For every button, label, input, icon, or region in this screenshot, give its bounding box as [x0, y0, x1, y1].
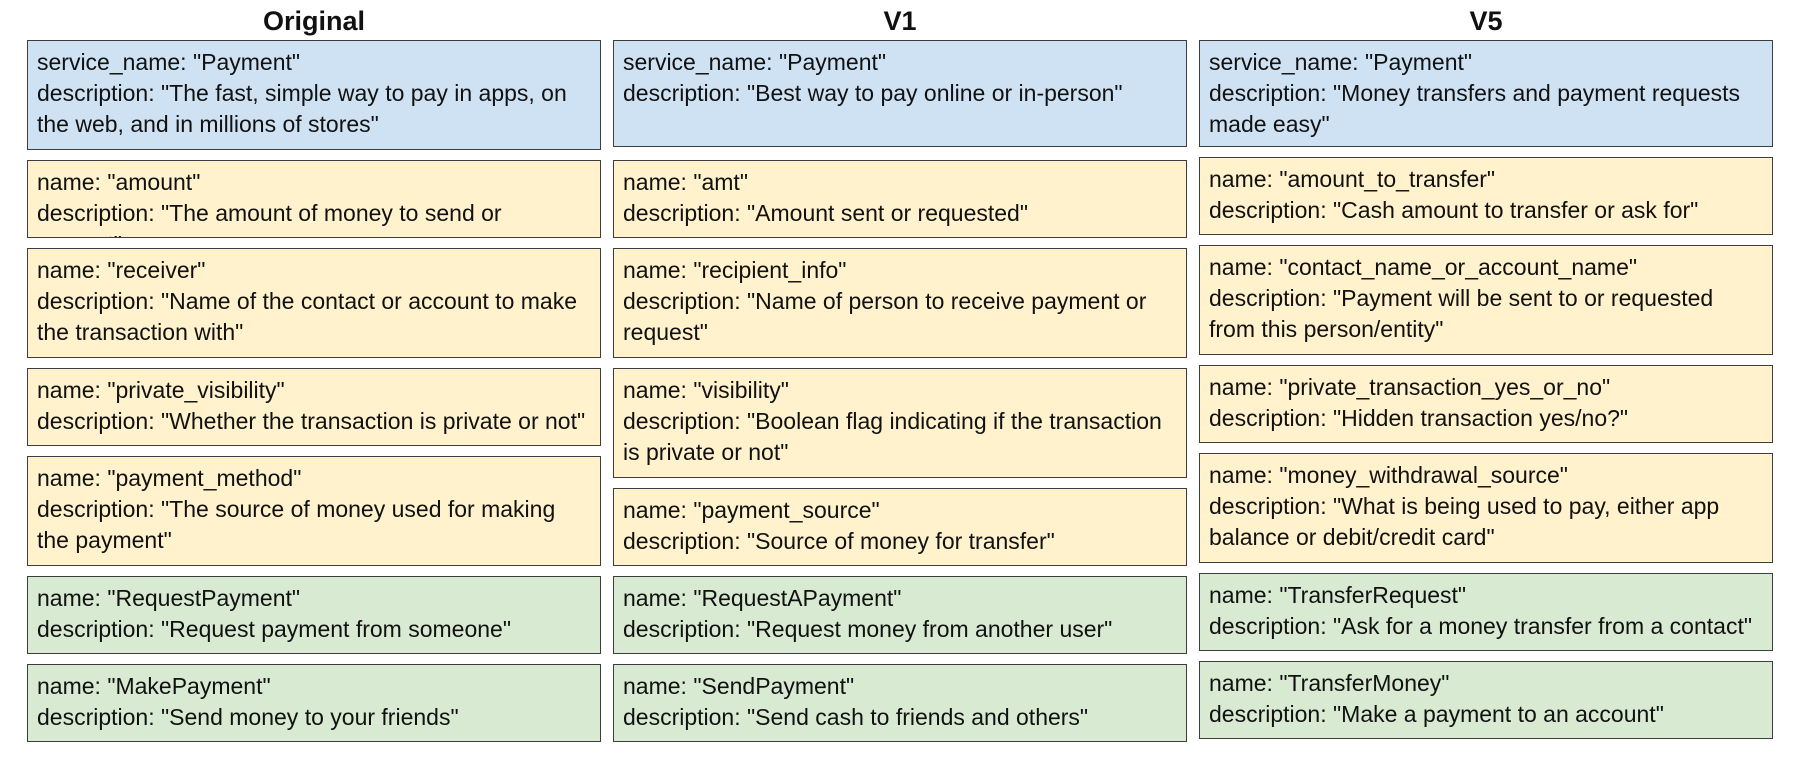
original-intent-request-payment: name: "RequestPayment" description: "Req…: [27, 576, 601, 654]
param-name: name: "amount": [37, 169, 201, 195]
v5-service-box: service_name: "Payment" description: "Mo…: [1199, 40, 1773, 147]
param-name: name: "recipient_info": [623, 257, 847, 283]
param-description: description: "Boolean flag indicating if…: [623, 408, 1162, 465]
v5-param-contact-name: name: "contact_name_or_account_name" des…: [1199, 245, 1773, 355]
intent-description: description: "Request payment from someo…: [37, 616, 512, 642]
v5-param-private-transaction: name: "private_transaction_yes_or_no" de…: [1199, 365, 1773, 443]
param-name: name: "private_visibility": [37, 377, 285, 403]
param-name: name: "receiver": [37, 257, 206, 283]
column-title-v5: V5: [1469, 6, 1503, 36]
v1-param-recipient-info: name: "recipient_info" description: "Nam…: [613, 248, 1187, 358]
param-description: description: "Cash amount to transfer or…: [1209, 197, 1699, 223]
param-description: description: "Whether the transaction is…: [37, 408, 586, 434]
service-description: description: "The fast, simple way to pa…: [37, 80, 567, 137]
v1-intent-send-payment: name: "SendPayment" description: "Send c…: [613, 664, 1187, 742]
v5-intent-transfer-money: name: "TransferMoney" description: "Make…: [1199, 661, 1773, 739]
param-description: description: "What is being used to pay,…: [1209, 493, 1720, 550]
original-param-private-visibility: name: "private_visibility" description: …: [27, 368, 601, 446]
service-name: service_name: "Payment": [1209, 49, 1473, 75]
v1-param-visibility: name: "visibility" description: "Boolean…: [613, 368, 1187, 478]
service-name: service_name: "Payment": [623, 49, 887, 75]
v1-param-payment-source: name: "payment_source" description: "Sou…: [613, 488, 1187, 566]
param-description: description: "Amount sent or requested": [623, 200, 1028, 226]
v1-param-amt: name: "amt" description: "Amount sent or…: [613, 160, 1187, 238]
v5-param-money-withdrawal-source: name: "money_withdrawal_source" descript…: [1199, 453, 1773, 563]
param-description: description: "Name of person to receive …: [623, 288, 1147, 345]
original-param-receiver: name: "receiver" description: "Name of t…: [27, 248, 601, 358]
intent-name: name: "TransferRequest": [1209, 582, 1467, 608]
original-intent-make-payment: name: "MakePayment" description: "Send m…: [27, 664, 601, 742]
service-description: description: "Money transfers and paymen…: [1209, 80, 1741, 137]
param-name: name: "contact_name_or_account_name": [1209, 254, 1638, 280]
intent-name: name: "SendPayment": [623, 673, 855, 699]
service-description: description: "Best way to pay online or …: [623, 80, 1123, 106]
param-description: description: "The source of money used f…: [37, 496, 556, 553]
intent-name: name: "RequestPayment": [37, 585, 301, 611]
param-description: description: "Hidden transaction yes/no?…: [1209, 405, 1629, 431]
param-name: name: "payment_source": [623, 497, 880, 523]
intent-name: name: "RequestAPayment": [623, 585, 902, 611]
param-description: description: "Payment will be sent to or…: [1209, 285, 1714, 342]
param-name: name: "money_withdrawal_source": [1209, 462, 1568, 488]
intent-description: description: "Make a payment to an accou…: [1209, 701, 1664, 727]
param-name: name: "payment_method": [37, 465, 302, 491]
param-name: name: "private_transaction_yes_or_no": [1209, 374, 1611, 400]
param-description: description: "The amount of money to sen…: [37, 200, 502, 237]
intent-description: description: "Request money from another…: [623, 616, 1113, 642]
intent-description: description: "Send cash to friends and o…: [623, 704, 1089, 730]
original-param-amount: name: "amount" description: "The amount …: [27, 160, 601, 238]
param-description: description: "Source of money for transf…: [623, 528, 1055, 554]
original-param-payment-method: name: "payment_method" description: "The…: [27, 456, 601, 566]
param-description: description: "Name of the contact or acc…: [37, 288, 577, 345]
v1-intent-request-a-payment: name: "RequestAPayment" description: "Re…: [613, 576, 1187, 654]
param-name: name: "amount_to_transfer": [1209, 166, 1496, 192]
intent-name: name: "TransferMoney": [1209, 670, 1450, 696]
intent-description: description: "Ask for a money transfer f…: [1209, 613, 1752, 639]
column-title-v1: V1: [883, 6, 917, 36]
column-title-original: Original: [262, 6, 365, 36]
v5-param-amount-to-transfer: name: "amount_to_transfer" description: …: [1199, 157, 1773, 235]
v5-intent-transfer-request: name: "TransferRequest" description: "As…: [1199, 573, 1773, 651]
intent-name: name: "MakePayment": [37, 673, 271, 699]
param-name: name: "amt": [623, 169, 748, 195]
param-name: name: "visibility": [623, 377, 789, 403]
original-service-box: service_name: "Payment" description: "Th…: [27, 40, 601, 150]
service-name: service_name: "Payment": [37, 49, 301, 75]
intent-description: description: "Send money to your friends…: [37, 704, 459, 730]
v1-service-box: service_name: "Payment" description: "Be…: [613, 40, 1187, 147]
